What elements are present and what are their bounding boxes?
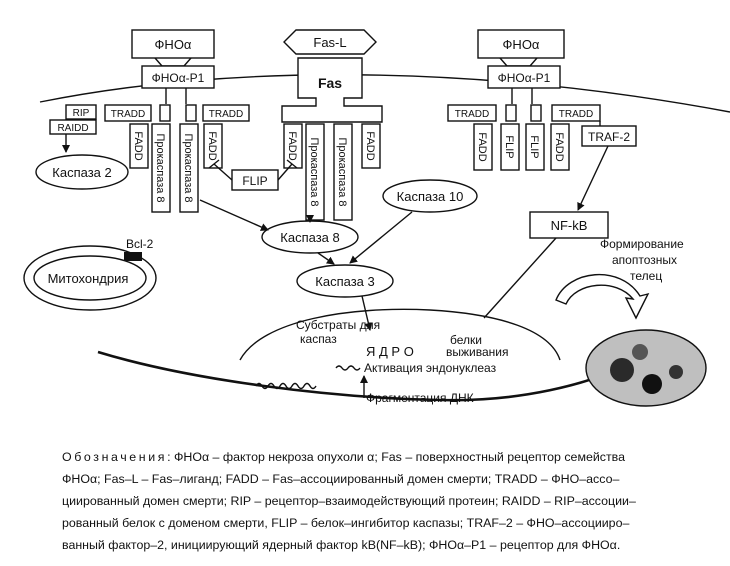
tnf-alpha-right-box <box>477 29 565 59</box>
nfkb-box <box>529 211 609 239</box>
legend-line-5: ванный фактор–2, инициирующий ядерный фа… <box>62 538 621 552</box>
fadd-1-box <box>129 123 149 169</box>
caspase-2-node <box>35 154 129 190</box>
tradd-right-2-box <box>551 104 601 122</box>
caspase-10-node <box>382 179 478 213</box>
fas-ligand-box <box>283 29 377 55</box>
legend-line-1: Обозначения: ФНОα – фактор некроза опухо… <box>62 446 712 468</box>
tradd-right-1-box <box>447 104 497 122</box>
apoptotic-body-4 <box>669 365 683 379</box>
procaspase-3-label: Прокаспаза 8 <box>308 137 320 206</box>
flip-2-label: FLIP <box>528 135 540 158</box>
procaspase-1-box <box>151 123 171 213</box>
procaspase-4-box <box>333 123 353 221</box>
nucleus-envelope <box>239 308 561 361</box>
traf2-label: TRAF-2 <box>588 130 630 144</box>
raidd-label: RAIDD <box>57 123 88 134</box>
mitochondria-inner <box>33 255 147 301</box>
procaspase-1-label: Прокаспаза 8 <box>154 133 166 202</box>
tnf-receptor-left-box <box>141 65 215 89</box>
fadd-3-label: FADD <box>286 131 298 160</box>
apoptotic-label-3: телец <box>630 269 662 283</box>
legend: Обозначения: ФНОα – фактор некроза опухо… <box>62 446 712 556</box>
tradd-left-1-label: TRADD <box>111 109 145 120</box>
flip-center-label: FLIP <box>242 174 267 188</box>
fadd-5-label: FADD <box>476 132 488 161</box>
nucleus-label: Я Д Р О <box>366 344 414 359</box>
fas-receptor-shape <box>281 57 383 123</box>
survival-label-2: выживания <box>446 345 508 359</box>
fadd-4-box <box>361 123 381 169</box>
caspase-2-label: Каспаза 2 <box>52 165 111 180</box>
endonuclease-label: Активация эндонуклеаз <box>364 361 497 375</box>
legend-line-4: рованный белок с доменом смерти, FLIP – … <box>62 516 630 530</box>
fadd-6-label: FADD <box>553 132 565 161</box>
rip-box <box>65 104 97 120</box>
apoptotic-body-1 <box>610 358 634 382</box>
tnf-receptor-right-label: ФНОα-Р1 <box>498 71 551 85</box>
legend-line-1-text: : ФНОα – фактор некроза опухоли α; Fas –… <box>167 450 625 464</box>
nfkb-label: NF-kB <box>551 218 588 233</box>
legend-heading: Обозначения <box>62 450 168 464</box>
fadd-5-box <box>473 123 493 171</box>
flip-1-label: FLIP <box>503 135 515 158</box>
traf2-box <box>581 125 637 147</box>
rip-label: RIP <box>73 108 90 119</box>
caspase-10-label: Каспаза 10 <box>397 189 464 204</box>
dna-strand-small <box>335 365 361 371</box>
tnf-alpha-left-box <box>131 29 215 59</box>
fadd-6-box <box>550 123 570 171</box>
tnf-alpha-right-label: ФНОα <box>503 37 540 52</box>
mitochondria-label: Митохондрия <box>48 271 129 286</box>
tnf-receptor-left-notch <box>154 57 192 67</box>
bcl2-label: Bcl-2 <box>126 237 154 251</box>
caspase-3-node <box>296 264 394 298</box>
substrates-label-1: Субстраты для <box>296 318 380 332</box>
procaspase-2-label: Прокаспаза 8 <box>182 133 194 202</box>
procaspase-4-label: Прокаспаза 8 <box>336 137 348 206</box>
fadd-3-box <box>283 123 303 169</box>
cell-lower-membrane <box>97 350 629 402</box>
tnf-alpha-left-label: ФНОα <box>155 37 192 52</box>
tradd-left-1-box <box>104 104 152 122</box>
raidd-box <box>49 119 97 135</box>
procaspase-3-box <box>305 123 325 221</box>
apoptosis-diagram: ФНОα ФНОα-Р1 RIP RAIDD Каспаза 2 TRADD T… <box>23 29 730 407</box>
substrates-label-2: каспаз <box>300 332 337 346</box>
flip-1-box <box>500 123 520 171</box>
tradd-left-2-label: TRADD <box>209 109 243 120</box>
tradd-left-2-box <box>202 104 250 122</box>
curved-arrow <box>555 274 650 320</box>
apoptotic-label-1: Формирование <box>600 237 684 251</box>
apoptotic-body-2 <box>642 374 662 394</box>
legend-line-2: ФНОα; Fas–L – Fas–лиганд; FADD – Fas–асс… <box>62 472 620 486</box>
fas-label: Fas <box>318 75 342 91</box>
fas-ligand-label: Fas-L <box>313 35 346 50</box>
dna-fragmentation-label: Фрагментация ДНК <box>366 391 474 405</box>
fadd-4-label: FADD <box>364 131 376 160</box>
bcl2-marker <box>124 252 142 261</box>
caspase-3-label: Каспаза 3 <box>315 274 374 289</box>
survival-label-1: белки <box>450 333 482 347</box>
tradd-right-1-label: TRADD <box>455 109 489 120</box>
tradd-right-2-label: TRADD <box>559 109 593 120</box>
flip-2-box <box>525 123 545 171</box>
fadd-2-box <box>203 123 223 169</box>
fadd-1-label: FADD <box>132 131 144 160</box>
apoptotic-label-2: апоптозных <box>612 253 677 267</box>
tnf-receptor-right-box <box>487 65 561 89</box>
fadd-2-label: FADD <box>206 131 218 160</box>
apoptotic-body-3 <box>632 344 648 360</box>
apoptotic-cell <box>585 329 707 407</box>
mitochondria-outer <box>23 245 157 311</box>
tnf-receptor-left-label: ФНОα-Р1 <box>152 71 205 85</box>
dna-strand-long <box>255 382 317 390</box>
procaspase-2-box <box>179 123 199 213</box>
caspase-8-label: Каспаза 8 <box>280 230 339 245</box>
legend-line-3: циированный домен смерти; RIP – рецептор… <box>62 494 636 508</box>
